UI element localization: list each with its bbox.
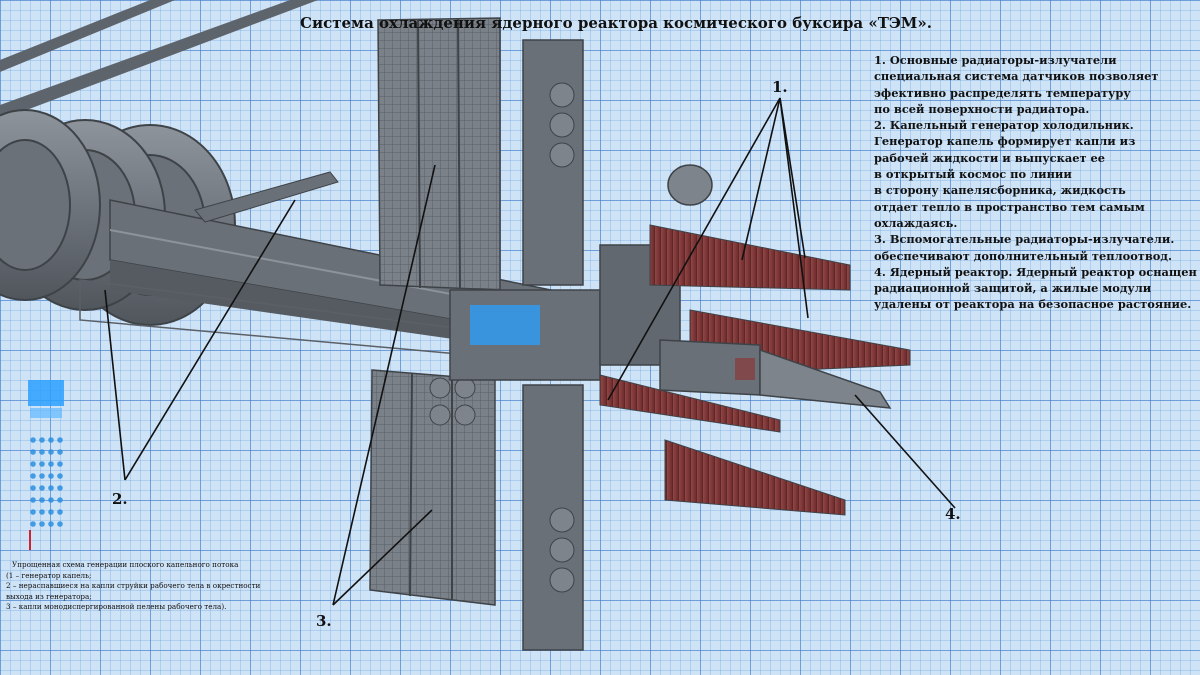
droplet-generator-schematic: [28, 380, 64, 550]
caption-line: (1 – генератор капель;: [6, 570, 92, 580]
page-title: Система охлаждения ядерного реактора кос…: [300, 14, 933, 32]
description-line: обеспечивают дополнительный теплоотвод.: [874, 248, 1172, 263]
upper-left-booms: [0, 0, 318, 120]
description-line: удалены от реактора на безопасное растоя…: [874, 297, 1192, 312]
caption-line: Упрощенная схема генерации плоского капе…: [12, 560, 239, 569]
callout-3-label: 3.: [316, 612, 332, 630]
description-line: 1. Основные радиаторы-излучатели: [874, 53, 1117, 67]
description-line: 2. Капельный генератор холодильник.: [874, 118, 1134, 133]
callout-4-label: 4.: [945, 505, 961, 523]
description-line: отдает тепло в пространство тем самым: [874, 199, 1145, 214]
callout-1-label: 1.: [772, 78, 788, 96]
caption-line: выхода из генератора;: [6, 591, 92, 601]
callout-2-label: 2.: [112, 490, 128, 508]
nuclear-reactor: [659, 339, 892, 409]
schematic-caption: Упрощенная схема генерации плоского капе…: [6, 560, 306, 613]
leader-lines: [104, 97, 956, 606]
description-line: специальная система датчиков позволяет: [874, 69, 1159, 84]
description-line: охлаждаясь.: [874, 215, 958, 230]
caption-line: 2 – нераспавшиеся на капли струйки рабоч…: [6, 581, 261, 590]
description-line: 3. Вспомогательные радиаторы-излучатели.: [874, 232, 1175, 247]
vertical-mast-structures: [429, 39, 584, 651]
description-line: по всей поверхности радиатора.: [874, 101, 1090, 116]
description-block: 1. Основные радиаторы-излучатели специал…: [874, 52, 1197, 313]
auxiliary-radiator-panels: [369, 17, 501, 606]
description-line: в открытый космос по линии: [874, 167, 1072, 182]
caption-line: 3 – капли монодиспергированной пелены ра…: [6, 602, 227, 611]
description-line: рабочей жидкости и выпускает ее: [874, 150, 1105, 165]
description-line: радиационной защитой, а жилые модули: [874, 281, 1152, 296]
description-line: в сторону капелясборника, жидкость: [874, 183, 1126, 198]
description-line: Генератор капель формирует капли из: [874, 134, 1136, 149]
description-line: 4. Ядерный реактор. Ядерный реактор осна…: [874, 264, 1197, 279]
description-line: эфективно распределять температуру: [874, 85, 1131, 100]
